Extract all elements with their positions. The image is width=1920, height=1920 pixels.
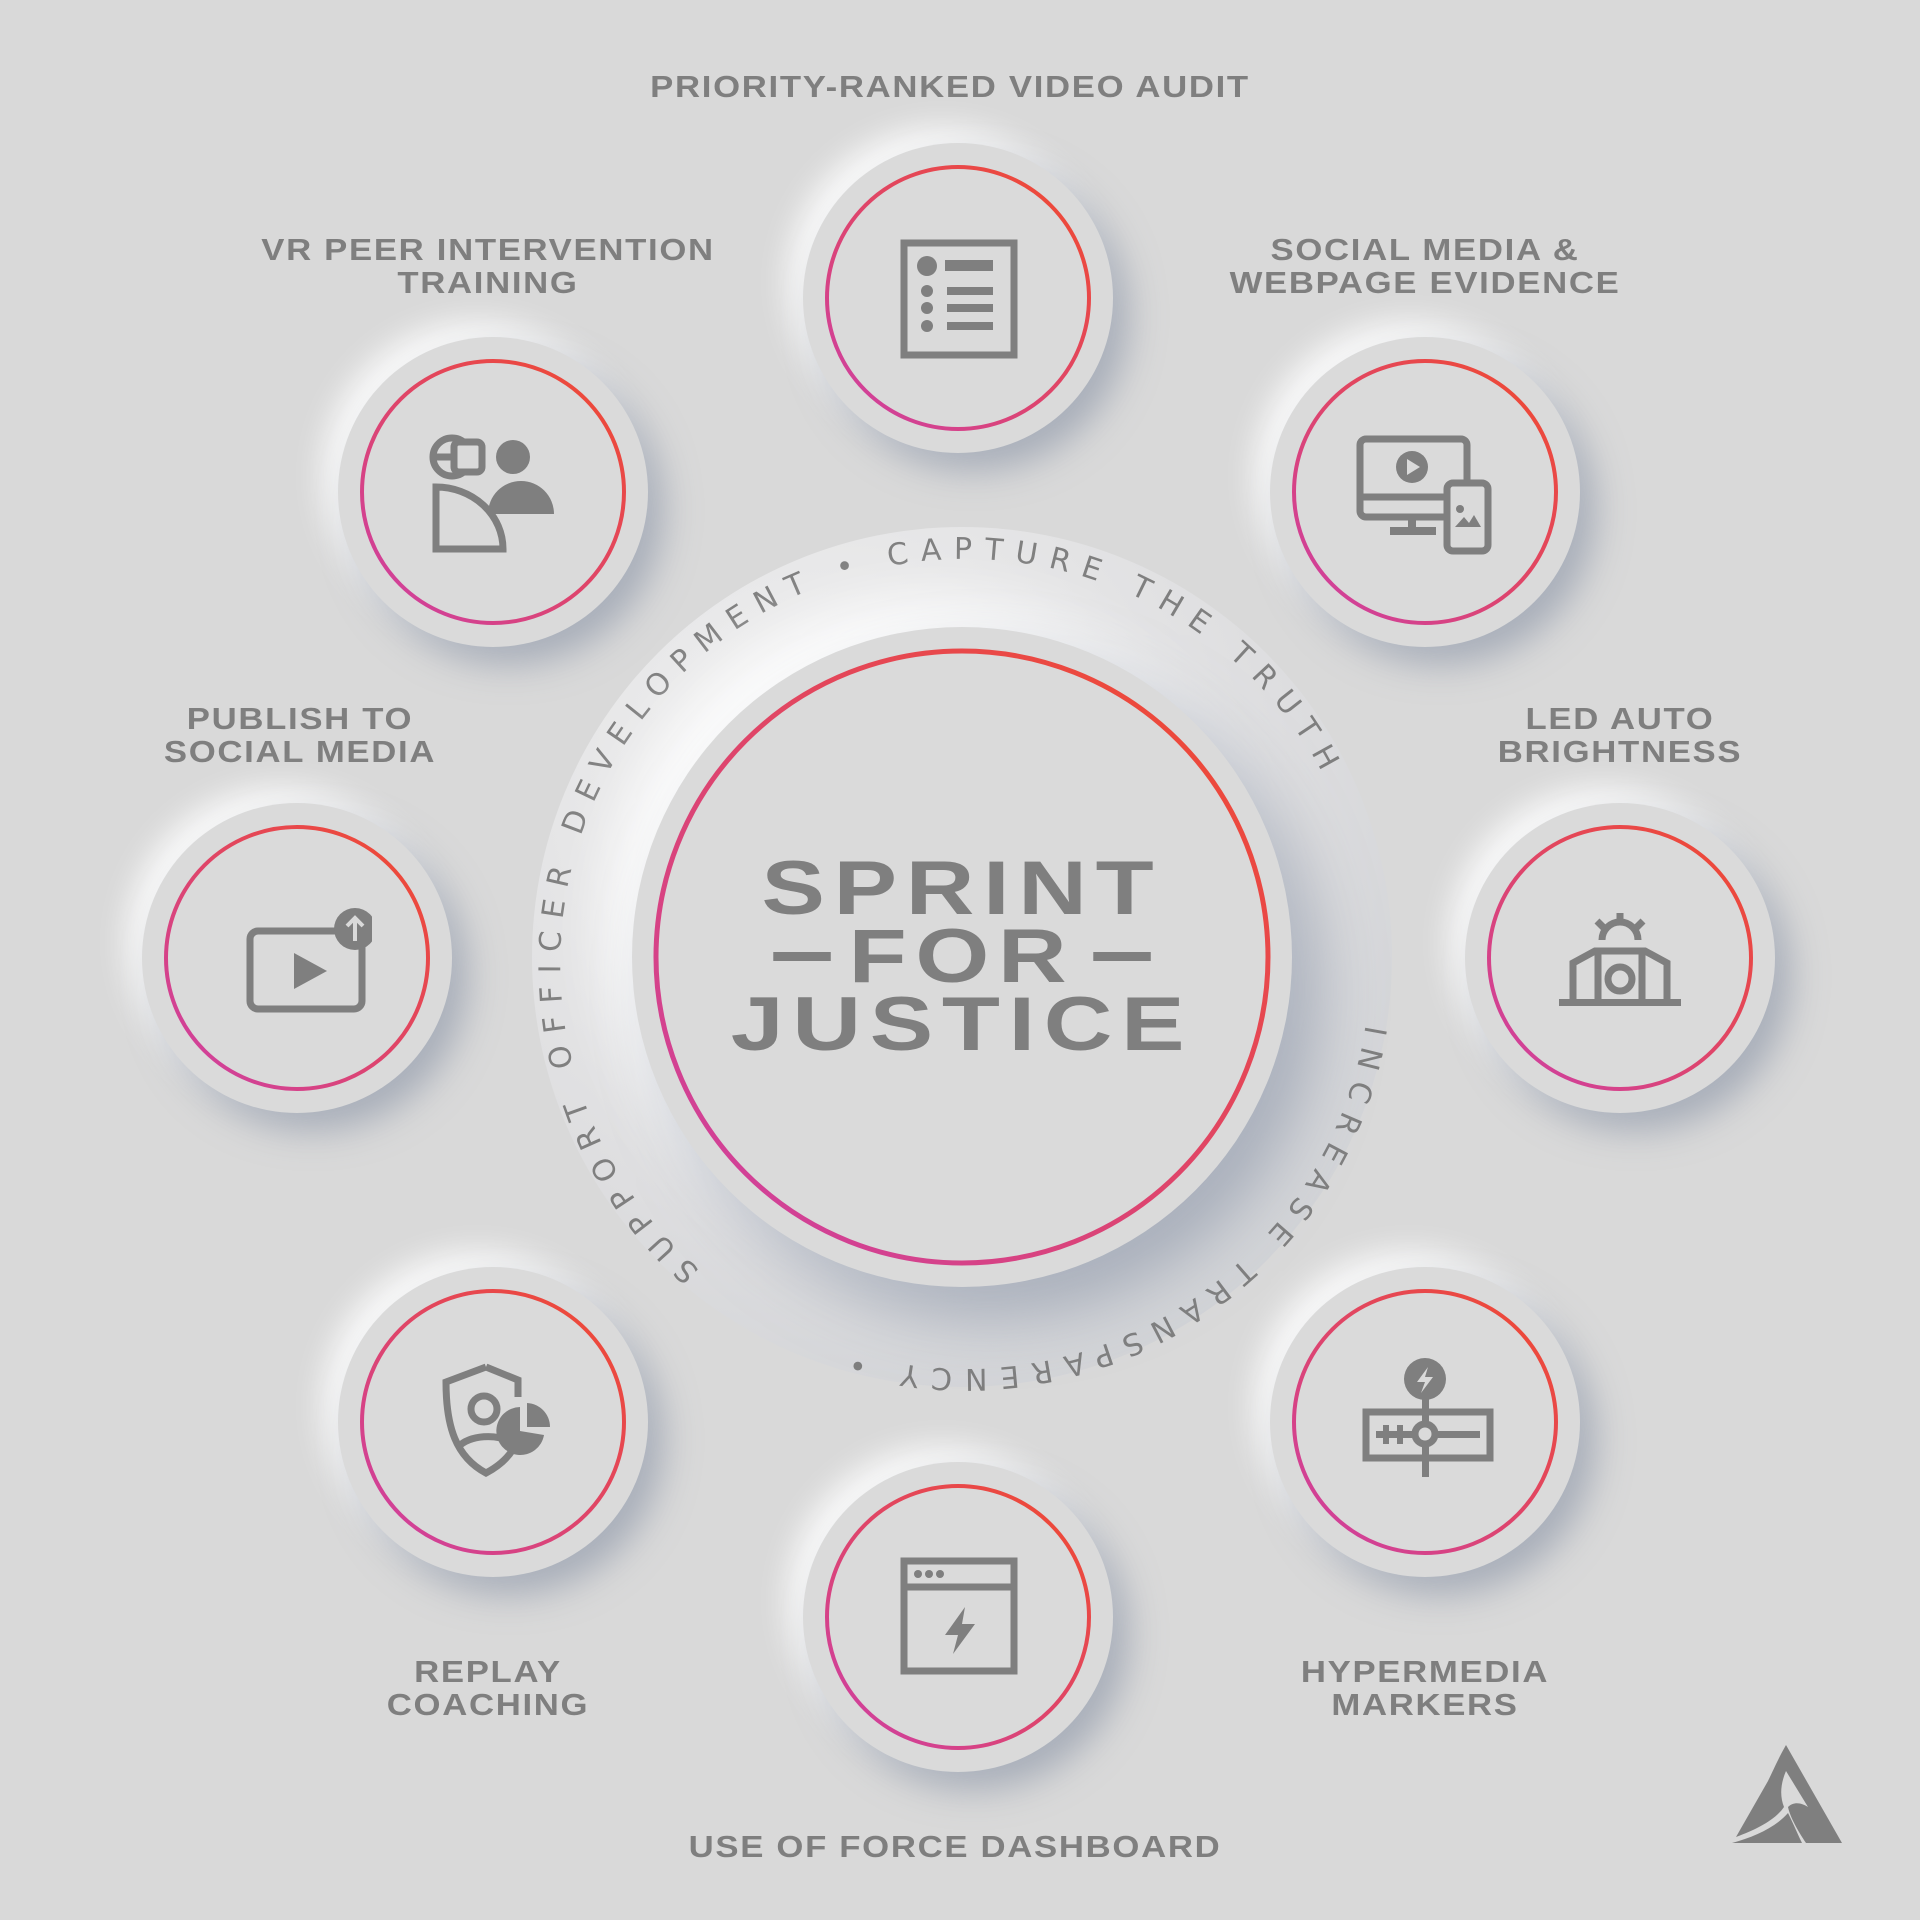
browser-lightning-icon — [900, 1557, 1018, 1675]
hub-gradient-ring — [653, 648, 1271, 1266]
feature-node-social-media-webpage-evidence[interactable] — [1270, 337, 1580, 647]
dash-left — [773, 952, 832, 962]
hub-title: SPRINT FOR JUSTICE — [730, 846, 1194, 1067]
feature-node-vr-peer-intervention-training[interactable] — [338, 337, 648, 647]
camera-brightness-icon — [1559, 913, 1681, 1006]
hub-title-line1: SPRINT — [761, 846, 1163, 931]
label-led-auto-brightness: LED AUTO BRIGHTNESS — [1497, 701, 1743, 769]
feature-node-led-auto-brightness[interactable] — [1465, 803, 1775, 1113]
checklist-document-icon — [900, 239, 1018, 359]
monitor-phone-media-icon — [1356, 435, 1492, 555]
label-social-media-webpage-evidence: SOCIAL MEDIA & WEBPAGE EVIDENCE — [1229, 232, 1621, 300]
timeline-marker-icon — [1362, 1358, 1494, 1477]
label-vr-peer-intervention-training: VR PEER INTERVENTION TRAINING — [261, 232, 715, 300]
vr-headset-person-icon — [429, 434, 554, 553]
hub-title-line2-row: FOR — [731, 919, 1193, 995]
dash-right — [1092, 952, 1151, 962]
label-publish-to-social-media: PUBLISH TO SOCIAL MEDIA — [163, 701, 437, 769]
label-priority-ranked-video-audit: PRIORITY-RANKED VIDEO AUDIT — [650, 69, 1250, 104]
video-upload-icon — [246, 908, 372, 1013]
center-hub: SPRINT FOR JUSTICE — [632, 627, 1292, 1287]
feature-node-hypermedia-markers[interactable] — [1270, 1267, 1580, 1577]
label-use-of-force-dashboard: USE OF FORCE DASHBOARD — [688, 1829, 1222, 1864]
hub-title-line3: JUSTICE — [730, 982, 1194, 1067]
feature-node-publish-to-social-media[interactable] — [142, 803, 452, 1113]
axon-delta-logo-icon — [1732, 1745, 1842, 1843]
feature-node-use-of-force-dashboard[interactable] — [803, 1462, 1113, 1772]
hub-title-line2: FOR — [848, 914, 1076, 999]
label-hypermedia-markers: HYPERMEDIA MARKERS — [1300, 1654, 1550, 1722]
shield-user-chart-icon — [442, 1363, 550, 1477]
label-replay-coaching: REPLAY COACHING — [386, 1654, 590, 1722]
feature-node-priority-ranked-video-audit[interactable] — [803, 143, 1113, 453]
feature-node-replay-coaching[interactable] — [338, 1267, 648, 1577]
